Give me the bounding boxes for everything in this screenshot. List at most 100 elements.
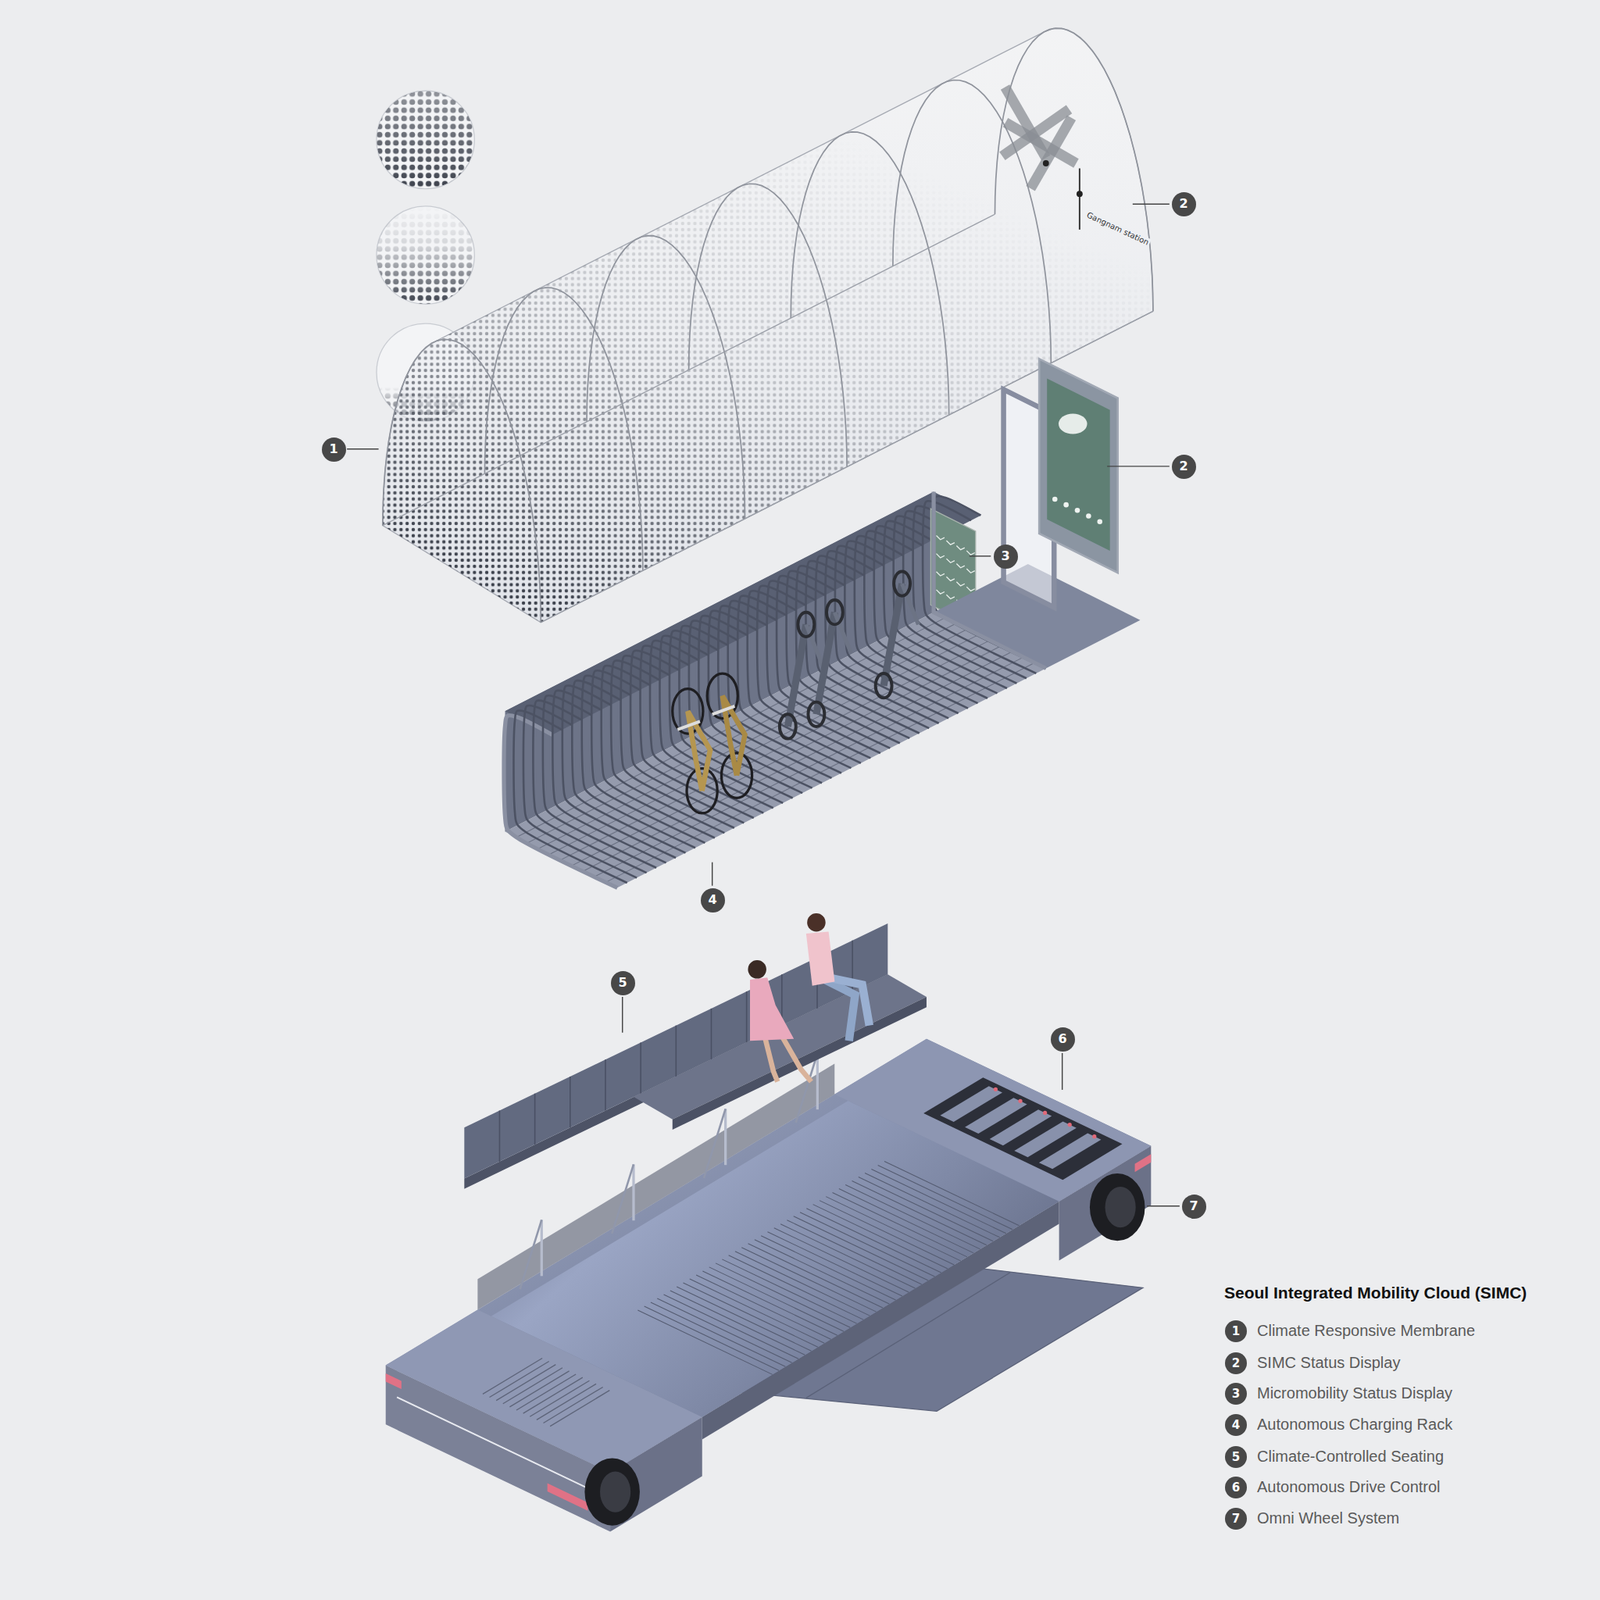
map-street bbox=[1000, 84, 1051, 161]
membrane-rib bbox=[892, 79, 1051, 363]
scooter-wheel bbox=[826, 600, 843, 625]
vent-slot bbox=[536, 1383, 597, 1420]
callout-number: 3 bbox=[993, 544, 1018, 569]
callout-text: 2 bbox=[1232, 1357, 1240, 1370]
screen-icon bbox=[1063, 502, 1069, 508]
screen-icon bbox=[1052, 496, 1058, 503]
floor-grating bbox=[851, 1181, 986, 1246]
wheel-hub bbox=[1105, 1186, 1136, 1228]
callout-text: 4 bbox=[707, 893, 717, 907]
floor-grating bbox=[819, 1200, 954, 1265]
callout-number: 5 bbox=[610, 971, 636, 996]
legend-number: 5 bbox=[1225, 1446, 1247, 1468]
membrane-edge bbox=[382, 214, 996, 525]
seat-divider bbox=[675, 1025, 678, 1077]
display-icon bbox=[956, 564, 965, 568]
floor-grating bbox=[735, 1251, 870, 1316]
membrane-rib bbox=[994, 28, 1153, 311]
bike-handle bbox=[677, 721, 700, 729]
halftone-dots bbox=[376, 206, 475, 304]
charging-rack bbox=[503, 358, 1140, 888]
post bbox=[540, 1219, 543, 1276]
legend-entry: Autonomous Charging Rack bbox=[1257, 1415, 1453, 1434]
floor-grating bbox=[864, 1173, 1000, 1238]
floor-grating bbox=[786, 1220, 922, 1285]
floor-grating bbox=[793, 1216, 929, 1281]
map-street bbox=[1026, 114, 1077, 191]
floor-grating bbox=[825, 1196, 961, 1261]
seat-divider bbox=[569, 1076, 572, 1128]
seat-divider bbox=[746, 991, 748, 1043]
display-icon bbox=[946, 540, 954, 545]
leader-line bbox=[346, 448, 379, 450]
leader-line bbox=[711, 862, 713, 886]
callout-number: 2 bbox=[1171, 454, 1197, 479]
seat-surface bbox=[633, 974, 927, 1119]
map-graphic bbox=[999, 84, 1083, 230]
membrane-rib bbox=[484, 287, 643, 571]
battery-led bbox=[1067, 1122, 1072, 1127]
leader-line bbox=[1061, 1053, 1063, 1090]
floor-grating bbox=[774, 1228, 909, 1293]
screen-map bbox=[1058, 414, 1088, 435]
scooter-deck bbox=[883, 583, 903, 686]
wheel-hub bbox=[600, 1471, 631, 1512]
rack-grating bbox=[572, 646, 1002, 866]
post-brace bbox=[611, 1164, 634, 1234]
membrane-rib bbox=[689, 183, 847, 467]
scooter-wheel bbox=[807, 702, 825, 727]
floor-grating bbox=[754, 1239, 890, 1304]
person-legs bbox=[828, 977, 870, 1025]
leader-line bbox=[621, 996, 623, 1033]
display-icon bbox=[946, 594, 954, 599]
floor-grating bbox=[767, 1232, 902, 1297]
post-brace bbox=[520, 1219, 543, 1290]
floor-grating bbox=[682, 1282, 818, 1347]
vent-slot bbox=[489, 1361, 550, 1398]
battery-led bbox=[1042, 1110, 1047, 1115]
floor-grating bbox=[728, 1255, 864, 1320]
vent-slot bbox=[529, 1380, 590, 1417]
floor-grating bbox=[760, 1235, 896, 1300]
battery-led bbox=[993, 1087, 998, 1092]
display-icon bbox=[935, 589, 944, 594]
vent-slot bbox=[523, 1377, 583, 1414]
scooter bbox=[875, 571, 919, 698]
seat-divider bbox=[604, 1059, 607, 1111]
callout-text: 6 bbox=[1232, 1482, 1240, 1494]
battery-bay bbox=[923, 1077, 1122, 1180]
seating bbox=[464, 923, 927, 1190]
floor-grating bbox=[832, 1192, 968, 1258]
battery-led bbox=[1017, 1099, 1022, 1104]
seat-divider bbox=[534, 1093, 536, 1145]
vent-slot bbox=[482, 1357, 543, 1394]
floor-grating bbox=[637, 1310, 772, 1375]
callout-text: 1 bbox=[1232, 1325, 1240, 1338]
legend-number: 4 bbox=[1225, 1414, 1247, 1436]
floor-grating bbox=[644, 1306, 779, 1371]
post bbox=[632, 1164, 635, 1221]
wheel bbox=[584, 1457, 640, 1525]
person-head bbox=[807, 913, 826, 933]
person-top bbox=[806, 931, 836, 986]
floor-grating bbox=[748, 1243, 883, 1308]
bike-handle bbox=[712, 706, 736, 715]
scooter bbox=[807, 600, 851, 727]
light-strip bbox=[547, 1483, 589, 1511]
halftone-sample bbox=[376, 90, 475, 189]
legend-entry: Micromobility Status Display bbox=[1257, 1384, 1453, 1403]
scooter bbox=[779, 612, 823, 740]
callout-number: 6 bbox=[1050, 1027, 1075, 1052]
battery-led bbox=[1092, 1134, 1097, 1139]
display-icon bbox=[966, 586, 975, 591]
scooter-wheel bbox=[797, 612, 815, 637]
floor-grating bbox=[689, 1278, 825, 1343]
floor-grating bbox=[721, 1259, 857, 1324]
vent-slot bbox=[550, 1390, 610, 1427]
floor-grating bbox=[657, 1298, 792, 1363]
seat-front bbox=[672, 996, 927, 1130]
callout-text: 7 bbox=[1189, 1200, 1198, 1213]
display-icon bbox=[935, 571, 944, 576]
battery-cell bbox=[1039, 1133, 1102, 1170]
